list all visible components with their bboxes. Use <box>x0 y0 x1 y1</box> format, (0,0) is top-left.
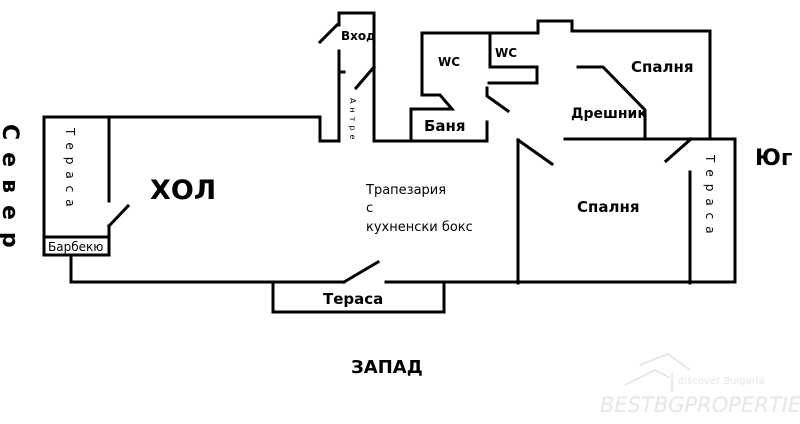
label-terrace-south: Тераса <box>703 154 717 241</box>
label-entrance: Вход <box>341 29 376 43</box>
label-terrace-north: Тераса <box>63 127 77 214</box>
label-bathroom: Баня <box>424 117 466 135</box>
label-dining-1: Трапезария <box>365 183 446 198</box>
compass-south: Юг <box>755 146 792 171</box>
watermark: discover Bulgaria BESTBGPROPERTIES <box>600 353 800 417</box>
label-dining-2: с <box>366 201 373 216</box>
label-dining-3: кухненски бокс <box>366 220 473 235</box>
watermark-house-icon <box>639 353 691 371</box>
terrace-west-door <box>341 259 381 285</box>
terrace-south-door <box>663 136 694 164</box>
walls <box>42 11 737 314</box>
label-wardrobe: Дрешник <box>571 106 647 122</box>
label-living: ХОЛ <box>150 175 216 206</box>
watermark-brand: BESTBGPROPERTIES <box>600 393 800 417</box>
bath-door <box>485 86 511 114</box>
label-wc1: WC <box>438 55 460 69</box>
room-labels: Вход WC WC Баня Спалня Дрешник Спалня ХО… <box>48 29 717 308</box>
watermark-tagline: discover Bulgaria <box>678 376 765 387</box>
label-bedroom-top: Спалня <box>631 58 693 76</box>
terrace-north-door <box>106 203 131 229</box>
compass-labels: Север Юг ЗАПАД <box>0 124 792 378</box>
label-antre: Антре <box>348 98 357 143</box>
compass-west: ЗАПАД <box>351 357 423 378</box>
antre-door <box>353 64 377 91</box>
label-wc2: WC <box>495 46 517 60</box>
label-terrace-west: Тераса <box>323 290 383 308</box>
bedroom-door <box>515 137 555 167</box>
entrance-door <box>317 22 340 45</box>
label-bbq: Барбекю <box>48 240 103 254</box>
label-bedroom: Спалня <box>577 198 639 216</box>
compass-north: Север <box>0 124 22 260</box>
